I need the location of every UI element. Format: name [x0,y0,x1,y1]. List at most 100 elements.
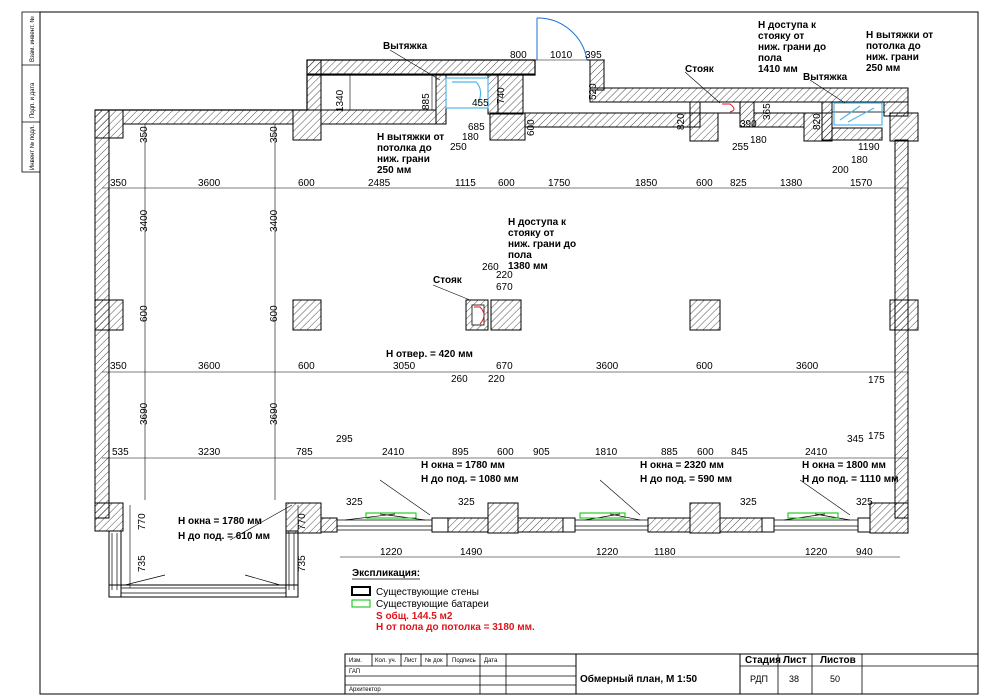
note-h-dostupa-1: Н доступа к стояку от ниж. грани до пола… [758,20,826,75]
legend-radiators-label: Существующие батареи [376,598,489,610]
svg-text:260: 260 [482,262,499,273]
svg-text:Лист: Лист [404,658,417,664]
svg-text:1220: 1220 [596,547,619,558]
svg-text:180: 180 [462,132,479,143]
svg-text:390: 390 [740,119,757,130]
side-stamp-field-2: Подп. и дата [30,82,36,118]
svg-text:685: 685 [468,122,485,133]
svg-text:670: 670 [496,361,513,372]
svg-text:885: 885 [661,447,678,458]
sheet-label: Лист [783,655,807,666]
svg-text:1750: 1750 [548,178,571,189]
sheet-title: Обмерный план, М 1:50 [580,673,698,685]
svg-text:600: 600 [298,178,315,189]
svg-text:Дата: Дата [484,658,498,664]
existing-walls [94,59,919,598]
svg-text:2410: 2410 [805,447,828,458]
svg-text:потолка до: потолка до [377,143,432,154]
svg-text:350: 350 [269,126,280,143]
note-h-otver: Н отвер. = 420 мм [386,349,473,360]
svg-text:Н окна = 1800 мм: Н окна = 1800 мм [802,460,886,471]
svg-text:600: 600 [526,119,537,136]
svg-text:ниж. грани: ниж. грани [866,52,919,63]
svg-text:770: 770 [297,513,308,530]
ducts [445,77,883,126]
svg-text:325: 325 [346,497,363,508]
svg-text:ниж. грани: ниж. грани [377,154,430,165]
dimension-lines [102,59,908,588]
svg-text:Н до под. = 1110 мм: Н до под. = 1110 мм [802,474,899,485]
riser-markers [474,103,735,325]
svg-text:1220: 1220 [805,547,828,558]
role-gap: ГАП [349,669,360,675]
svg-text:1340: 1340 [335,89,346,112]
svg-text:Н доступа к: Н доступа к [508,217,567,228]
svg-text:200: 200 [832,165,849,176]
svg-text:735: 735 [137,555,148,572]
svg-text:Н до под. = 1080 мм: Н до под. = 1080 мм [421,474,519,485]
svg-text:820: 820 [676,113,687,130]
svg-text:820: 820 [812,113,823,130]
legend-walls-swatch [351,586,371,596]
svg-text:785: 785 [296,447,313,458]
svg-text:Н вытяжки от: Н вытяжки от [377,132,444,143]
stage-label: Стадия [745,655,781,666]
side-stamp-field-1: Взам. инвент. № [29,16,36,62]
svg-text:3050: 3050 [393,361,416,372]
svg-text:325: 325 [458,497,475,508]
title-block-text: Изм. Кол. уч. Лист № док Подпись Дата ГА… [349,655,856,693]
svg-text:2410: 2410 [382,447,405,458]
svg-text:3600: 3600 [796,361,819,372]
svg-text:1380: 1380 [780,178,803,189]
svg-text:295: 295 [336,434,353,445]
window-note-4: Н окна = 1780 мм Н до под. = 610 мм [178,516,270,542]
svg-text:600: 600 [139,305,150,322]
leader-lines [229,49,851,541]
svg-text:895: 895 [452,447,469,458]
svg-text:1180: 1180 [654,547,676,558]
svg-text:175: 175 [868,431,885,442]
svg-text:потолка до: потолка до [866,41,921,52]
svg-text:Подпись: Подпись [452,658,476,664]
svg-text:1850: 1850 [635,178,658,189]
dims-row-2: 350 3600 600 3050 670 3600 600 3600 175 [110,361,885,386]
legend-height: Н от пола до потолка = 3180 мм. [376,622,535,633]
svg-text:стояку от: стояку от [758,31,804,42]
svg-text:Изм.: Изм. [349,658,362,664]
svg-text:365: 365 [762,103,773,120]
svg-text:255: 255 [732,142,749,153]
svg-text:ниж. грани до: ниж. грани до [508,239,576,250]
svg-text:3230: 3230 [198,447,221,458]
svg-text:520: 520 [588,83,599,100]
dims-row-3: 535 3230 785 295 2410 895 600 905 1810 8… [112,431,885,458]
svg-text:Н окна = 1780 мм: Н окна = 1780 мм [421,460,505,471]
sheets-value: 50 [830,674,840,684]
note-h-dostupa-2: Н доступа к стояку от ниж. грани до пола… [508,217,576,272]
note-h-vytyazhki-2: Н вытяжки от потолка до ниж. грани 250 м… [866,30,933,74]
svg-text:180: 180 [851,155,868,166]
svg-text:ниж. грани до: ниж. грани до [758,42,826,53]
svg-text:Н доступа к: Н доступа к [758,20,817,31]
svg-text:1410 мм: 1410 мм [758,64,798,75]
legend-title: Экспликация: [352,568,420,579]
svg-text:350: 350 [110,178,127,189]
svg-text:пола: пола [508,250,532,261]
svg-text:600: 600 [298,361,315,372]
svg-text:3600: 3600 [198,178,221,189]
dims-misc: 1340 885 685 455 740 600 250 180 520 820… [137,83,880,572]
svg-text:350: 350 [110,361,127,372]
svg-text:пола: пола [758,53,782,64]
svg-text:250 мм: 250 мм [377,165,411,176]
svg-text:250: 250 [450,142,467,153]
svg-text:Кол. уч.: Кол. уч. [375,658,397,664]
dims-top-door: 800 1010 395 [510,50,602,61]
svg-text:3690: 3690 [139,402,150,425]
svg-text:600: 600 [497,447,514,458]
svg-text:1380 мм: 1380 мм [508,261,548,272]
label-vytyazhka-2: Вытяжка [803,72,848,83]
svg-text:3400: 3400 [139,209,150,232]
svg-text:825: 825 [730,178,747,189]
legend-radiators-swatch [351,599,371,608]
window-note-3: Н окна = 1800 мм Н до под. = 1110 мм [802,460,899,485]
role-architect: Архитектор [349,687,381,693]
